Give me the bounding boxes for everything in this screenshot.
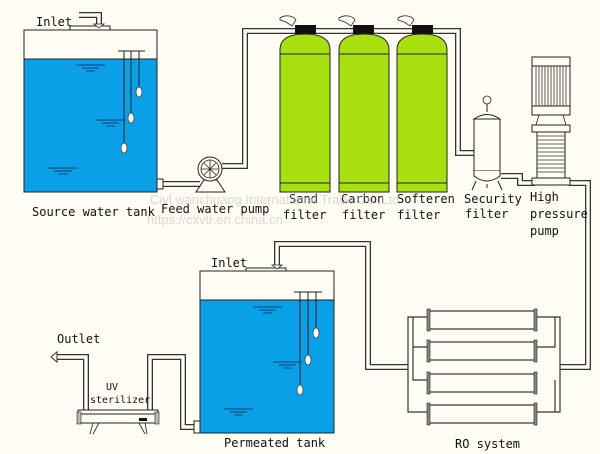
softener-filter-label-2: filter xyxy=(397,208,440,222)
inlet-nozzle-icon xyxy=(92,23,106,29)
ro-system-label: RO system xyxy=(455,437,520,451)
carbon-filter-label-1: Carbon xyxy=(341,192,384,206)
pipe-tank-to-uv xyxy=(147,354,196,430)
watermark-company: Civl wanchuang International Trade Co.,L… xyxy=(150,192,399,207)
ro-system xyxy=(407,308,561,426)
tank-lid xyxy=(69,25,111,31)
pipe-uv-to-outlet xyxy=(56,354,89,410)
hp-pump-label-1: High xyxy=(530,190,559,204)
security-filter-label-1: Security xyxy=(464,192,522,206)
valve-head xyxy=(295,25,316,34)
vessel-body xyxy=(396,33,448,193)
uv-sterilizer xyxy=(76,409,160,435)
source-inlet-pipe xyxy=(79,12,102,27)
sand-filter xyxy=(279,15,331,193)
feed-pump-label: Feed water pump xyxy=(161,202,269,216)
float-switch-low xyxy=(296,384,304,396)
softener-filter-label-1: Softeren xyxy=(397,192,455,206)
tank-air-space xyxy=(199,270,335,302)
motor-cooling-fins xyxy=(535,66,567,106)
watermark-url: https://cxvtr.en.china.cn xyxy=(147,212,283,227)
pipe-security-to-hp-pump xyxy=(501,173,535,186)
ro-membrane-2 xyxy=(426,339,538,363)
pipes xyxy=(50,12,591,430)
tank-lid xyxy=(245,267,287,272)
pump-stages xyxy=(536,131,566,179)
ro-membrane-4 xyxy=(426,402,538,426)
ro-membrane-1 xyxy=(426,308,538,332)
hp-pump-label-2: pressure xyxy=(530,207,588,221)
float-switch-high xyxy=(312,327,320,339)
security-filter xyxy=(471,95,503,191)
uv-label-1: UV xyxy=(106,382,118,393)
tank-outlet-fitting xyxy=(193,420,201,434)
uv-label-2: sterilizer xyxy=(90,395,150,406)
float-switch-low xyxy=(120,142,128,154)
carbon-filter xyxy=(338,15,390,193)
uv-indicator xyxy=(139,418,147,421)
float-switch-high xyxy=(135,86,143,98)
sand-filter-label-2: filter xyxy=(283,208,326,222)
vessel-body xyxy=(473,118,501,172)
outlet-arrow-icon xyxy=(50,350,58,364)
outlet-label: Outlet xyxy=(57,332,100,346)
valve-head xyxy=(412,25,433,34)
vessel-body xyxy=(279,33,331,193)
water-level-mark xyxy=(48,64,125,175)
source-inlet-label: Inlet xyxy=(36,15,72,29)
feed-water-pump xyxy=(195,156,226,193)
water-level-mark xyxy=(224,306,302,416)
pump-base xyxy=(195,179,226,193)
pressure-gauge-icon xyxy=(482,95,492,105)
permeated-inlet-label: Inlet xyxy=(211,256,247,270)
tank-air-space xyxy=(23,29,158,61)
pipe-hp-pump-to-ro xyxy=(560,180,591,370)
hp-pump-label-3: pump xyxy=(530,224,559,238)
vessel-body xyxy=(338,33,390,193)
tank-water xyxy=(199,299,335,434)
high-pressure-pump xyxy=(531,56,571,186)
tank-water xyxy=(23,58,158,193)
permeated-tank-label: Permeated tank xyxy=(224,436,326,450)
source-water-tank xyxy=(23,23,164,193)
pipe-pump-to-filters xyxy=(222,28,475,169)
valve-head xyxy=(353,25,374,34)
float-switch-mid xyxy=(127,112,135,124)
sand-filter-label-1: Sand xyxy=(289,192,318,206)
pump-base xyxy=(531,177,571,186)
carbon-filter-label-2: filter xyxy=(342,208,385,222)
softener-filter xyxy=(396,15,448,193)
ro-membrane-3 xyxy=(426,371,538,395)
source-tank-label: Source water tank xyxy=(32,205,156,219)
security-filter-label-2: filter xyxy=(465,207,508,221)
inlet-nozzle-icon xyxy=(270,264,284,270)
float-switch-mid xyxy=(304,354,312,366)
pipe-ro-to-permeated-tank xyxy=(274,241,408,370)
permeated-tank xyxy=(193,264,335,434)
tank-outlet-fitting xyxy=(156,178,164,190)
